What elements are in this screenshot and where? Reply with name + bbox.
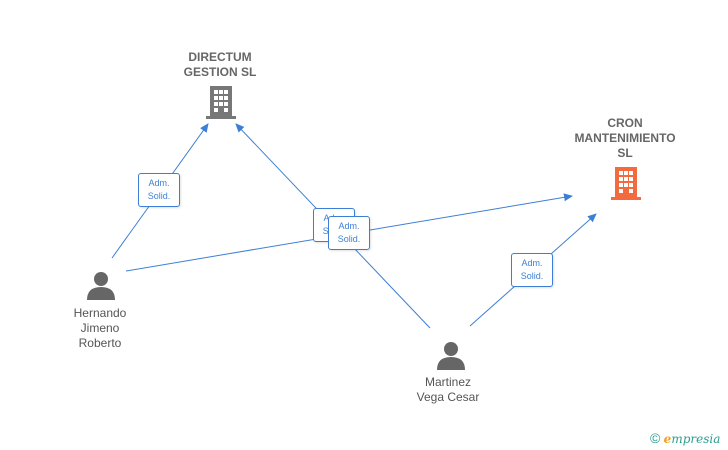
- relation-line1: Adm.: [148, 178, 170, 188]
- relation-line2: Solid.: [147, 191, 171, 201]
- company-label-directum[interactable]: DIRECTUM GESTION SL: [183, 50, 257, 79]
- relation-label[interactable]: Adm. Solid.: [138, 173, 180, 207]
- company-label-cron[interactable]: CRON MANTENIMIENTO SL: [574, 116, 676, 160]
- relation-line1: Adm.: [521, 258, 543, 268]
- brand-logo: empresia: [663, 432, 721, 446]
- copyright-symbol: ©: [650, 430, 661, 446]
- relation-line2: Solid.: [520, 271, 544, 281]
- building-icon[interactable]: [206, 84, 236, 120]
- footer-brand[interactable]: © empresia: [650, 430, 720, 446]
- person-label-hernando[interactable]: Hernando Jimeno Roberto: [73, 306, 127, 350]
- relation-label[interactable]: Adm. Solid.: [511, 253, 553, 287]
- person-icon[interactable]: [86, 270, 116, 300]
- relation-label[interactable]: Adm. Solid.: [328, 216, 370, 250]
- building-icon[interactable]: [611, 165, 641, 201]
- relation-line1: Adm.: [338, 221, 360, 231]
- relation-line2: Solid.: [337, 234, 361, 244]
- person-icon[interactable]: [436, 340, 466, 370]
- person-label-martinez[interactable]: Martinez Vega Cesar: [416, 375, 480, 404]
